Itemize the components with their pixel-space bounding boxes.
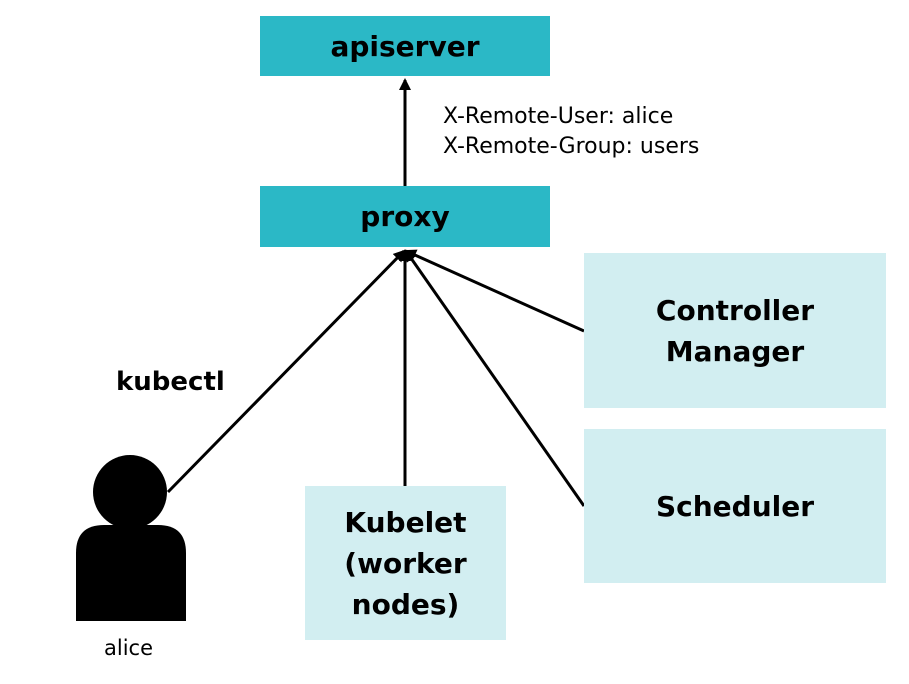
scheduler-node: Scheduler — [584, 429, 886, 583]
apiserver-label: apiserver — [330, 29, 480, 63]
remote-group-header: X-Remote-Group: users — [443, 134, 700, 159]
user-name-label: alice — [104, 636, 154, 660]
arrow-scheduler-to-proxy — [404, 249, 586, 507]
proxy-node: proxy — [260, 186, 550, 247]
user-icon — [76, 455, 186, 621]
controller-manager-label: Controller Manager — [655, 293, 815, 368]
kubelet-label: Kubelet (worker nodes) — [344, 505, 467, 621]
controller-manager-node: Controller Manager — [584, 253, 886, 408]
apiserver-node: apiserver — [260, 16, 550, 76]
scheduler-label: Scheduler — [655, 489, 815, 523]
arrow-controller-to-proxy — [404, 249, 585, 333]
arrow-user-to-proxy — [166, 249, 406, 494]
kubectl-edge-label: kubectl — [116, 367, 225, 397]
request-headers-annotation: X-Remote-User: alice X-Remote-Group: use… — [443, 102, 699, 162]
kubelet-node: Kubelet (worker nodes) — [305, 486, 506, 640]
remote-user-header: X-Remote-User: alice — [443, 104, 674, 129]
proxy-label: proxy — [360, 200, 450, 233]
